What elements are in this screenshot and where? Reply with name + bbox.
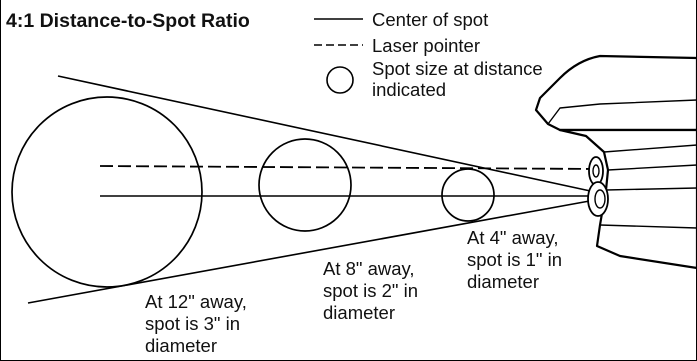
label-12in: At 12" away, spot is 3" in diameter xyxy=(145,291,247,356)
legend-spot-size-line1: Spot size at distance xyxy=(372,58,543,79)
laser-pointer-line xyxy=(99,165,599,170)
label-12in-line2: spot is 3" in xyxy=(145,313,240,334)
diagram-title: 4:1 Distance-to-Spot Ratio xyxy=(6,10,250,32)
spot-circle-12in xyxy=(11,96,203,288)
label-4in: At 4" away, spot is 1" in diameter xyxy=(467,227,562,292)
legend-spot-size-line2: indicated xyxy=(372,79,446,100)
thermometer-device-icon xyxy=(534,54,697,270)
label-4in-line2: spot is 1" in xyxy=(467,249,562,270)
label-12in-line1: At 12" away, xyxy=(145,291,247,312)
label-4in-line3: diameter xyxy=(467,271,539,292)
label-4in-line1: At 4" away, xyxy=(467,227,559,248)
label-8in-line2: spot is 2" in xyxy=(323,280,418,301)
legend-laser-pointer: Laser pointer xyxy=(372,35,480,56)
legend-circle-icon xyxy=(326,66,354,94)
legend-center-of-spot: Center of spot xyxy=(372,9,488,30)
label-8in-line3: diameter xyxy=(323,302,395,323)
cone-upper-edge xyxy=(57,75,596,193)
spot-circle-4in xyxy=(441,168,495,222)
spot-circle-8in xyxy=(258,138,352,232)
label-8in: At 8" away, spot is 2" in diameter xyxy=(323,258,418,323)
label-12in-line3: diameter xyxy=(145,335,217,356)
label-8in-line1: At 8" away, xyxy=(323,258,415,279)
